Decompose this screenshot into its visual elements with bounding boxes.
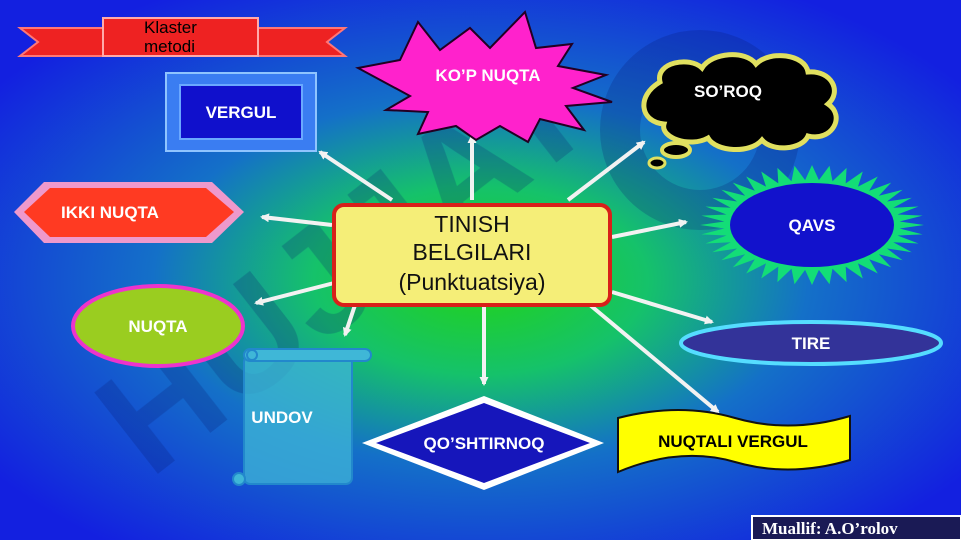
ikki-nuqta-hexagon: [24, 188, 234, 237]
arrow-to-vergul: [318, 150, 394, 202]
author-label: Muallif: A.O’rolov: [762, 519, 898, 538]
nuqtali-vergul-label: NUQTALI VERGUL: [658, 432, 808, 451]
node-tire: TIRE: [679, 320, 943, 366]
arrow-to-nuqta: [254, 280, 339, 306]
undov-scroll-top: [243, 348, 372, 362]
center-line-3: (Punktuatsiya): [398, 269, 545, 295]
node-vergul: VERGUL: [165, 72, 317, 152]
title-banner: Klaster metodi: [17, 17, 348, 57]
arrow-to-soroq: [566, 140, 646, 202]
center-line-2: BELGILARI: [413, 239, 532, 265]
arrows: [254, 134, 720, 414]
node-undov: UNDOV: [232, 348, 372, 486]
soroq-cloud: [641, 52, 839, 153]
node-nuqtali-vergul: NUQTALI VERGUL: [617, 409, 851, 474]
qoshtirnoq-diamond: [376, 403, 590, 483]
arrow-to-tire: [611, 290, 714, 325]
undov-scroll-curl-top: [246, 349, 258, 361]
undov-scroll-curl-bottom: [232, 472, 246, 486]
author-box-frame: [751, 515, 961, 540]
author-box: Muallif: A.O’rolov: [751, 515, 961, 540]
node-qavs: QAVS: [700, 165, 924, 285]
vergul-box: [179, 84, 303, 140]
arrow-to-nuqtali-vergul: [588, 303, 720, 414]
kop-nuqta-starburst: [355, 10, 613, 144]
nuqta-label: NUQTA: [128, 317, 187, 336]
nuqtali-vergul-flag: [617, 409, 851, 474]
arrow-to-undov: [342, 304, 357, 337]
center-node: TINISH BELGILARI (Punktuatsiya): [332, 203, 612, 307]
qavs-body: [730, 183, 894, 267]
center-box: [332, 203, 612, 307]
soroq-label: SO’ROQ: [694, 82, 762, 101]
nuqta-ellipse: [71, 284, 245, 368]
node-qoshtirnoq: QO’SHTIRNOQ: [362, 396, 604, 490]
arrow-to-ikki-nuqta: [260, 213, 333, 227]
node-nuqta: NUQTA: [71, 284, 245, 368]
tire-ellipse: [679, 320, 943, 366]
kop-nuqta-label: KO’P NUQTA: [435, 66, 540, 85]
undov-label: UNDOV: [251, 408, 313, 427]
soroq-bubble-1: [660, 141, 692, 159]
center-line-1: TINISH: [434, 211, 509, 237]
banner-center: [102, 17, 259, 57]
vergul-label: VERGUL: [206, 103, 277, 122]
banner-line-2: metodi: [144, 37, 195, 56]
soroq-bubble-2: [647, 156, 667, 170]
banner-line-1: Klaster: [144, 18, 197, 37]
tire-label: TIRE: [792, 334, 831, 353]
arrow-to-qavs: [611, 218, 688, 239]
node-kop-nuqta: KO’P NUQTA: [355, 10, 613, 144]
node-ikki-nuqta: IKKI NUQTA: [14, 182, 244, 243]
node-soroq: SO’ROQ: [641, 52, 839, 170]
qavs-label: QAVS: [789, 216, 836, 235]
ikki-nuqta-label: IKKI NUQTA: [61, 203, 159, 222]
qoshtirnoq-label: QO’SHTIRNOQ: [424, 434, 545, 453]
